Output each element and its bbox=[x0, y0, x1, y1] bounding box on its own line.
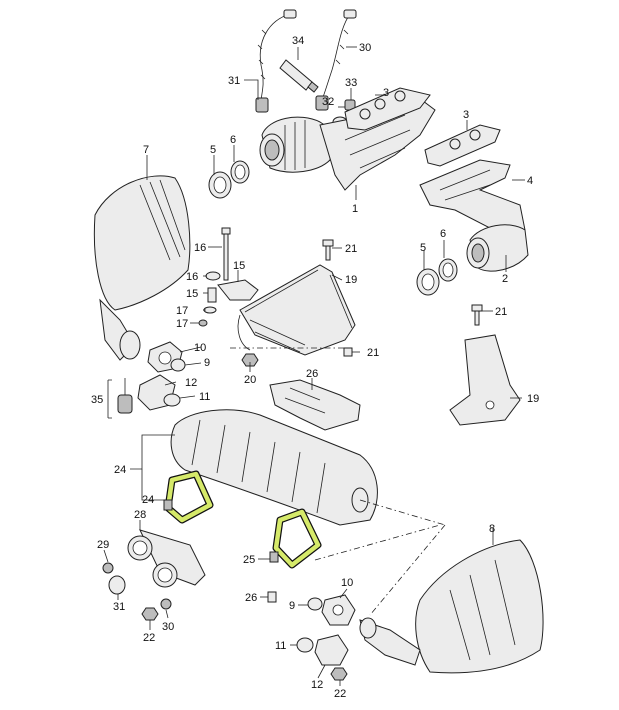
callout-6-top: 6 bbox=[230, 134, 236, 146]
nut-22-right bbox=[330, 667, 348, 681]
callout-18: 19 bbox=[345, 274, 357, 286]
callout-22-right: 22 bbox=[334, 688, 346, 700]
catalytic-converter-right bbox=[466, 224, 529, 272]
bolt-21-c bbox=[471, 304, 483, 326]
callout-19: 19 bbox=[527, 393, 539, 405]
callout-5-right: 5 bbox=[420, 242, 426, 254]
callout-7: 7 bbox=[143, 144, 149, 156]
callout-11-left: 11 bbox=[199, 391, 210, 403]
callout-28-left: 29 bbox=[97, 539, 109, 551]
callout-15-top: 16 bbox=[186, 271, 198, 283]
callout-21-b: 21 bbox=[367, 347, 379, 359]
leader-lines bbox=[103, 46, 525, 686]
callout-22-left: 22 bbox=[143, 632, 155, 644]
clamp-24-lower bbox=[269, 508, 322, 569]
callout-16: 16 bbox=[194, 242, 206, 254]
callout-30: 30 bbox=[359, 42, 371, 54]
callout-15-bottom: 17 bbox=[176, 305, 188, 317]
callout-28-right: 30 bbox=[162, 621, 174, 633]
sensor-35 bbox=[117, 378, 133, 414]
callout-10-left: 10 bbox=[194, 342, 206, 354]
callout-3-top: 3 bbox=[383, 87, 389, 99]
callout-29: 31 bbox=[113, 601, 125, 613]
callout-23: 24 bbox=[114, 464, 126, 476]
callout-6-right: 6 bbox=[440, 228, 446, 240]
callout-2: 2 bbox=[502, 273, 508, 285]
gasket-9-left bbox=[170, 358, 186, 372]
ring-6-top bbox=[230, 160, 250, 184]
bracket-19 bbox=[449, 334, 521, 426]
ring-6-right bbox=[438, 258, 458, 282]
callout-26: 26 bbox=[306, 368, 318, 380]
callout-1: 1 bbox=[352, 203, 358, 215]
callout-21-a: 21 bbox=[345, 243, 357, 255]
callout-33: 33 bbox=[345, 77, 357, 89]
nut-20 bbox=[241, 353, 259, 367]
callout-25: 26 bbox=[245, 592, 257, 604]
bracket-frame-18 bbox=[237, 264, 356, 356]
bolt-16 bbox=[221, 227, 231, 281]
callout-24-lower: 25 bbox=[243, 554, 255, 566]
clamp-24-upper bbox=[163, 470, 214, 524]
ring-29 bbox=[108, 575, 126, 595]
oxygen-sensor-right bbox=[315, 9, 357, 111]
callout-5-top: 5 bbox=[210, 144, 216, 156]
assembly-lines bbox=[230, 347, 446, 616]
clamp-5-right bbox=[416, 268, 440, 296]
bracket-13 bbox=[217, 279, 259, 301]
callouts: 34 30 31 33 3 32 3 6 7 5 4 1 21 16 6 5 1… bbox=[91, 35, 539, 700]
bolt-21-b bbox=[343, 347, 353, 357]
gasket-top-b bbox=[424, 124, 501, 167]
callout-31: 31 bbox=[228, 75, 240, 87]
callout-35: 35 bbox=[91, 394, 103, 406]
oxygen-sensor-left bbox=[255, 9, 297, 113]
callout-32: 32 bbox=[322, 96, 334, 108]
callout-3-right: 3 bbox=[463, 109, 469, 121]
callout-24-upper: 24 bbox=[142, 494, 154, 506]
tailpipe-27 bbox=[127, 529, 206, 588]
nut-28-right bbox=[160, 598, 172, 610]
callout-12-left: 12 bbox=[185, 377, 197, 389]
nut-22-left bbox=[141, 607, 159, 621]
muffler-left bbox=[93, 175, 191, 361]
gasket-9-right bbox=[307, 597, 323, 611]
muffler-right bbox=[359, 539, 544, 674]
callout-12-right: 12 bbox=[311, 679, 323, 691]
exhaust-manifold-right bbox=[419, 159, 526, 246]
callout-8: 8 bbox=[489, 523, 495, 535]
callout-20: 20 bbox=[244, 374, 256, 386]
callout-9-left: 9 bbox=[204, 357, 210, 369]
callout-17: 17 bbox=[176, 318, 188, 330]
callout-10-right: 10 bbox=[341, 577, 353, 589]
paste-tube bbox=[279, 59, 319, 93]
callout-11-right: 11 bbox=[275, 640, 286, 652]
flange-10-right bbox=[321, 594, 356, 626]
callout-34: 34 bbox=[292, 35, 304, 47]
gasket-11-left bbox=[163, 393, 181, 407]
callout-9-right: 9 bbox=[289, 600, 295, 612]
gasket-11-right bbox=[296, 637, 314, 653]
clamp-5-top bbox=[208, 171, 232, 199]
flange-12-right bbox=[314, 634, 349, 666]
callout-21-c: 21 bbox=[495, 306, 507, 318]
callout-14: 15 bbox=[186, 288, 198, 300]
nut-28-left bbox=[102, 562, 114, 574]
callout-4: 4 bbox=[527, 175, 533, 187]
gasket-top-a bbox=[344, 87, 431, 131]
callout-13: 15 bbox=[233, 260, 245, 272]
spacer-15 bbox=[198, 271, 221, 327]
callout-27: 28 bbox=[134, 509, 146, 521]
heat-shield-26 bbox=[269, 379, 361, 431]
bolt-21-a bbox=[322, 239, 334, 261]
bolt-25 bbox=[267, 591, 277, 603]
